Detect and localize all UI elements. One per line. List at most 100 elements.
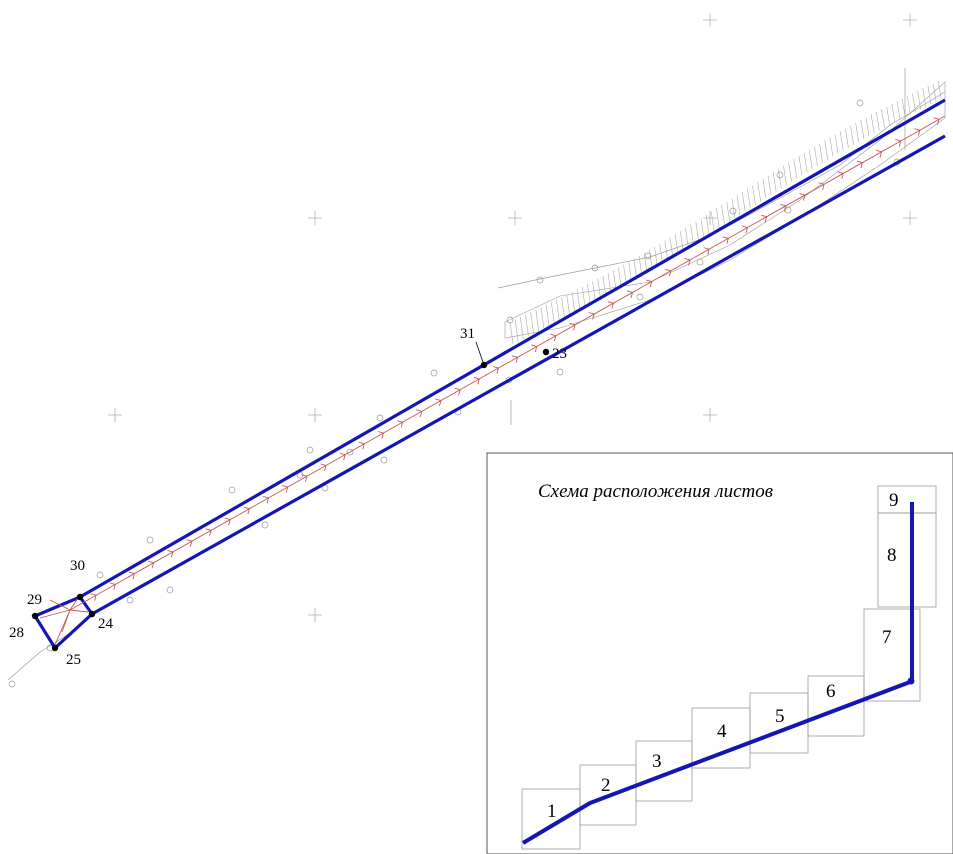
hatch-line <box>762 178 767 199</box>
axis-tick <box>301 474 307 477</box>
axis-tick <box>320 463 327 466</box>
survey-marker <box>346 448 354 456</box>
hatch-line <box>767 175 772 195</box>
survey-marker <box>306 446 314 454</box>
axis-tick <box>783 205 787 212</box>
hatch-line <box>592 281 596 303</box>
axis-tick <box>400 422 404 428</box>
sheet-2-label: 2 <box>601 775 611 796</box>
hatch-line <box>855 123 860 142</box>
point-30-label: 30 <box>70 558 85 574</box>
axis-tick <box>592 313 595 320</box>
axis-tick <box>151 562 155 569</box>
survey-marker <box>376 414 384 422</box>
axis-tick <box>573 324 576 331</box>
slope-hatching <box>504 81 946 345</box>
axis-tick <box>837 171 844 174</box>
survey-marker <box>856 99 864 107</box>
sheet-layout-title: Схема расположения листов <box>538 481 773 502</box>
hatch-line <box>839 131 844 151</box>
hatch-line <box>721 205 725 226</box>
axis-tick <box>917 130 921 136</box>
hatch-line <box>690 224 694 246</box>
point-31-label: 31 <box>460 326 475 342</box>
hatch-line <box>814 146 818 166</box>
axis-tick <box>439 400 442 407</box>
hatch-line <box>556 299 560 322</box>
axis-tick <box>132 573 135 580</box>
hatch-line <box>834 134 839 154</box>
axis-tick <box>224 517 231 520</box>
survey-marker <box>644 252 652 260</box>
axis-tick <box>534 346 538 353</box>
point-25-marker <box>51 644 59 652</box>
axis-tick <box>186 539 193 542</box>
axis-tick <box>818 182 825 185</box>
axis-tick <box>856 160 863 164</box>
hatch-line <box>876 111 880 131</box>
point-23-label: 23 <box>552 346 567 362</box>
axis-line <box>69 115 946 611</box>
survey-marker <box>729 207 737 215</box>
hatch-line <box>674 234 679 255</box>
axis-tick <box>167 550 173 553</box>
axis-tick <box>304 476 308 482</box>
axis-tick <box>937 119 940 125</box>
point-30-marker <box>76 593 84 601</box>
hatch-line <box>912 93 916 112</box>
hatch-line <box>860 120 865 140</box>
hatch-line <box>535 309 540 332</box>
sheet-1-label: 1 <box>547 801 557 822</box>
hatch-line <box>757 181 761 202</box>
hatch-line <box>824 140 829 160</box>
hatch-line <box>540 307 545 329</box>
axis-tick <box>397 420 403 423</box>
hatch-line <box>783 165 787 186</box>
axis-tick <box>228 519 231 526</box>
axis-tick <box>553 335 557 342</box>
hatch-line <box>845 128 849 148</box>
terrain-line-left-tail <box>7 629 76 681</box>
point-29-label: 29 <box>27 592 42 608</box>
hatch-line <box>587 284 591 306</box>
sheet-6-box <box>807 675 865 737</box>
hatch-line <box>772 172 777 192</box>
route-corner-marker <box>907 677 915 685</box>
axis-tick <box>473 376 480 380</box>
axis-tick <box>761 214 767 218</box>
sheet-boxes <box>521 485 937 850</box>
axis-tick <box>90 593 97 596</box>
hatch-line <box>716 208 720 229</box>
axis-tick <box>822 184 825 190</box>
axis-tick <box>381 432 384 439</box>
start-fan <box>39 597 89 646</box>
hatch-line <box>937 81 942 100</box>
axis-tick <box>285 486 289 493</box>
survey-marker <box>8 680 16 688</box>
survey-marker <box>430 369 438 377</box>
axis-tick <box>339 452 346 456</box>
axis-tick <box>607 301 614 304</box>
inset-frame <box>486 452 953 854</box>
hatch-line <box>576 289 581 311</box>
hatch-line <box>705 214 710 236</box>
axis-tick <box>170 551 174 558</box>
sheet-7-label: 7 <box>882 627 892 648</box>
axis-tick <box>262 495 269 499</box>
axis-tick <box>876 149 882 153</box>
axis-ticks <box>90 117 940 601</box>
axis-tick <box>266 497 269 504</box>
hatch-line <box>819 143 823 163</box>
sheet-3-label: 3 <box>652 751 662 772</box>
axis-tick <box>895 139 901 142</box>
axis-tick <box>477 378 480 385</box>
hatch-line <box>808 149 813 170</box>
axis-tick <box>247 508 250 515</box>
axis-tick <box>703 247 710 250</box>
hatch-line <box>850 125 854 145</box>
axis-tick <box>419 411 423 417</box>
axis-tick <box>358 441 365 445</box>
hatch-line <box>886 106 890 126</box>
hatch-line <box>901 98 906 118</box>
